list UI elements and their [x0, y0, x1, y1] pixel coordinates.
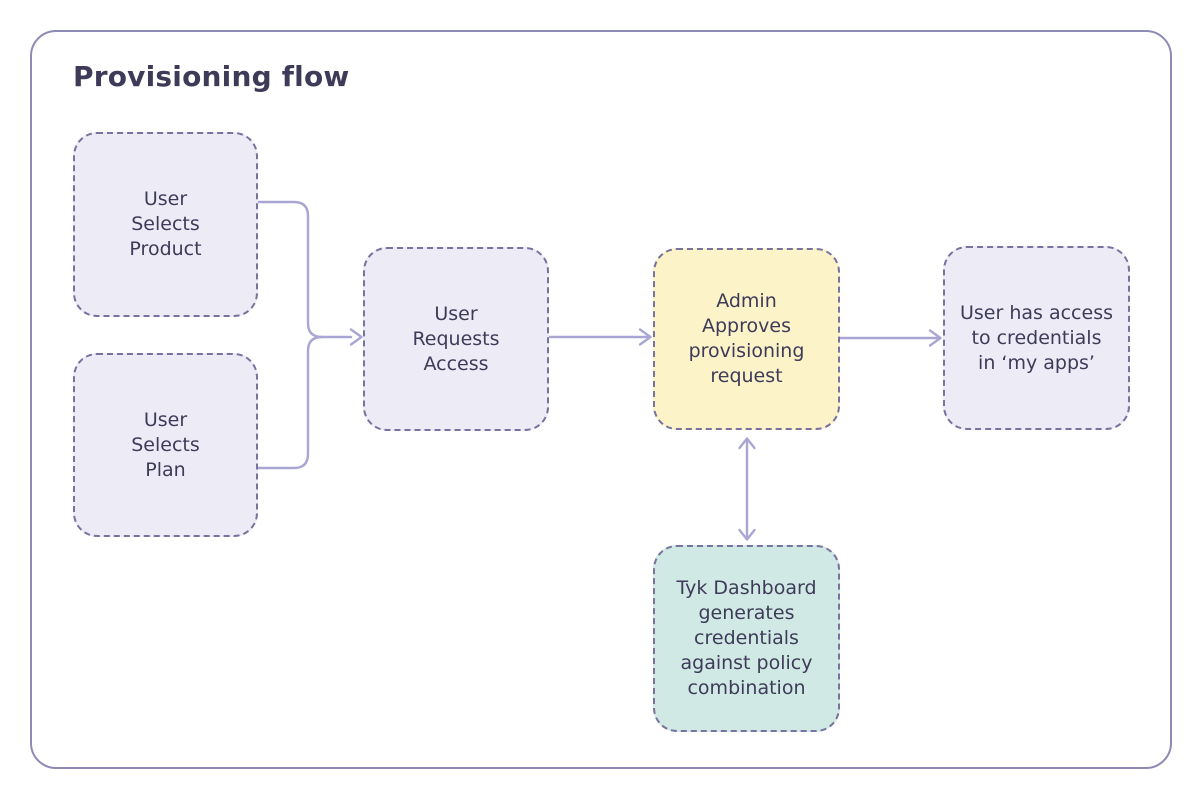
node-user-selects-plan: User Selects Plan	[73, 353, 258, 537]
node-label: Admin Approves provisioning request	[688, 290, 805, 387]
node-label: User Requests Access	[412, 302, 500, 375]
node-tyk-dashboard-generates: Tyk Dashboard generates credentials agai…	[653, 545, 840, 732]
node-user-requests-access: User Requests Access	[363, 247, 549, 431]
diagram-title: Provisioning flow	[73, 60, 350, 93]
node-label: Tyk Dashboard generates credentials agai…	[676, 577, 817, 699]
node-label: User has access to credentials in ‘my ap…	[960, 301, 1113, 374]
node-label: User Selects Plan	[131, 408, 200, 481]
node-user-selects-product: User Selects Product	[73, 132, 258, 317]
node-admin-approves-request: Admin Approves provisioning request	[653, 248, 840, 430]
node-user-has-access: User has access to credentials in ‘my ap…	[943, 246, 1130, 430]
node-label: User Selects Product	[129, 188, 202, 260]
